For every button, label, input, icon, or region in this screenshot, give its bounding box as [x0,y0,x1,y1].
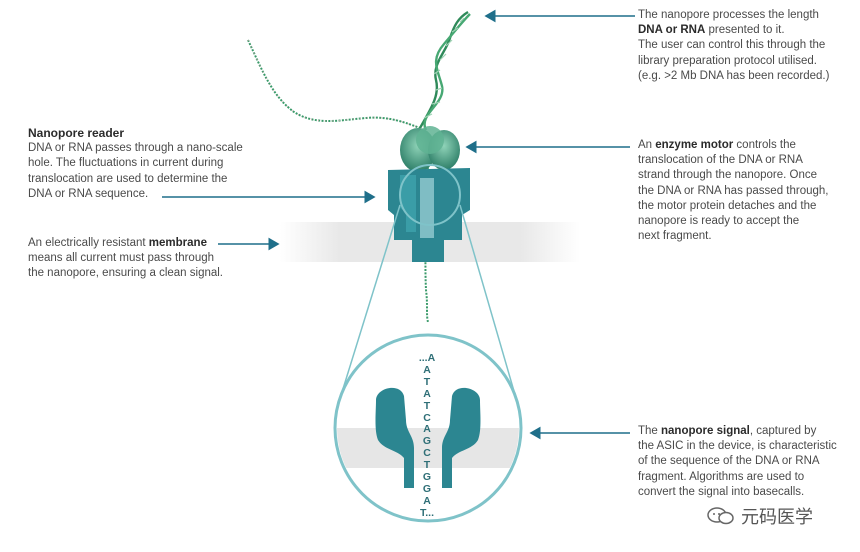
annotation-reader: Nanopore reader DNA or RNA passes throug… [28,126,243,202]
annotation-line: the ASIC in the device, is characteristi… [638,440,837,453]
base-letter: G [422,435,432,448]
annotation-line: An enzyme motor controls the [638,139,796,151]
annotation-line: the DNA or RNA has passed through, [638,184,829,197]
nanopore-protein [388,168,470,262]
base-letter: C [423,411,431,424]
annotation-line: The nanopore signal, captured by [638,425,817,437]
annotation-line: hole. The fluctuations in current during [28,157,224,170]
dna-helix-strand-a [418,10,469,129]
annotation-line: the motor protein detaches and the [638,199,817,212]
dna-base-pairs [423,17,465,119]
base-letter: G [422,482,432,495]
annotation-line: next fragment. [638,230,712,243]
dna-strand-through-pore [424,149,429,323]
base-letter: G [422,471,432,484]
base-letter: C [423,447,431,460]
base-letter: T [423,459,431,472]
annotation-line: convert the signal into basecalls. [638,485,805,498]
annotation-line: translocation of the DNA or RNA [638,154,803,167]
annotation-line: means all current must pass through [28,252,215,265]
annotation-line: the nanopore, ensuring a clean signal. [28,267,224,280]
annotation-line: fragment. Algorithms are used to [638,470,805,483]
annotation-membrane: An electrically resistant membrane means… [28,236,223,282]
base-letter: ...A [418,352,436,364]
base-letter: A [423,387,431,400]
annotation-line: DNA or RNA sequence. [28,187,149,200]
watermark: 元码医学 [707,503,813,529]
annotation-motor: An enzyme motor controls the translocati… [638,138,829,244]
base-letter: A [423,423,431,436]
annotation-line: The user can control this through the [638,39,826,52]
base-letter: T [423,375,431,388]
annotation-line: nanopore is ready to accept the [638,215,800,228]
zoom-line-right [459,204,519,406]
annotation-line: The nanopore processes the length [638,9,819,21]
base-letter: T... [419,506,434,519]
annotation-line: library preparation protocol utilised. [638,54,817,67]
base-letter: A [423,494,431,507]
base-sequence: ...A A T A T C A G C T G G A T... [418,352,436,520]
annotation-line: An electrically resistant membrane [28,237,207,249]
zoom-circle [333,333,523,523]
annotation-line: strand through the nanopore. Once [638,169,818,182]
annotation-line: DNA or RNA passes through a nano-scale [28,142,243,155]
annotation-length: The nanopore processes the length DNA or… [638,8,829,84]
enzyme-motor [400,126,460,172]
zoom-ring-small [399,164,461,226]
watermark-text: 元码医学 [741,507,813,528]
annotation-line: translocation are used to determine the [28,172,228,185]
wechat-icon [707,507,734,525]
base-letter: T [423,399,431,412]
annotation-line: of the sequence of the DNA or RNA [638,455,820,468]
zoom-line-left [337,204,401,406]
annotation-signal: The nanopore signal, captured by the ASI… [638,424,837,500]
dna-helix-strand-b [423,13,471,131]
dna-strand-left [247,39,421,129]
annotation-line: (e.g. >2 Mb DNA has been recorded.) [638,69,830,82]
annotation-line: DNA or RNA presented to it. [638,24,785,37]
annotation-title: Nanopore reader [28,126,125,140]
base-letter: A [423,363,431,376]
